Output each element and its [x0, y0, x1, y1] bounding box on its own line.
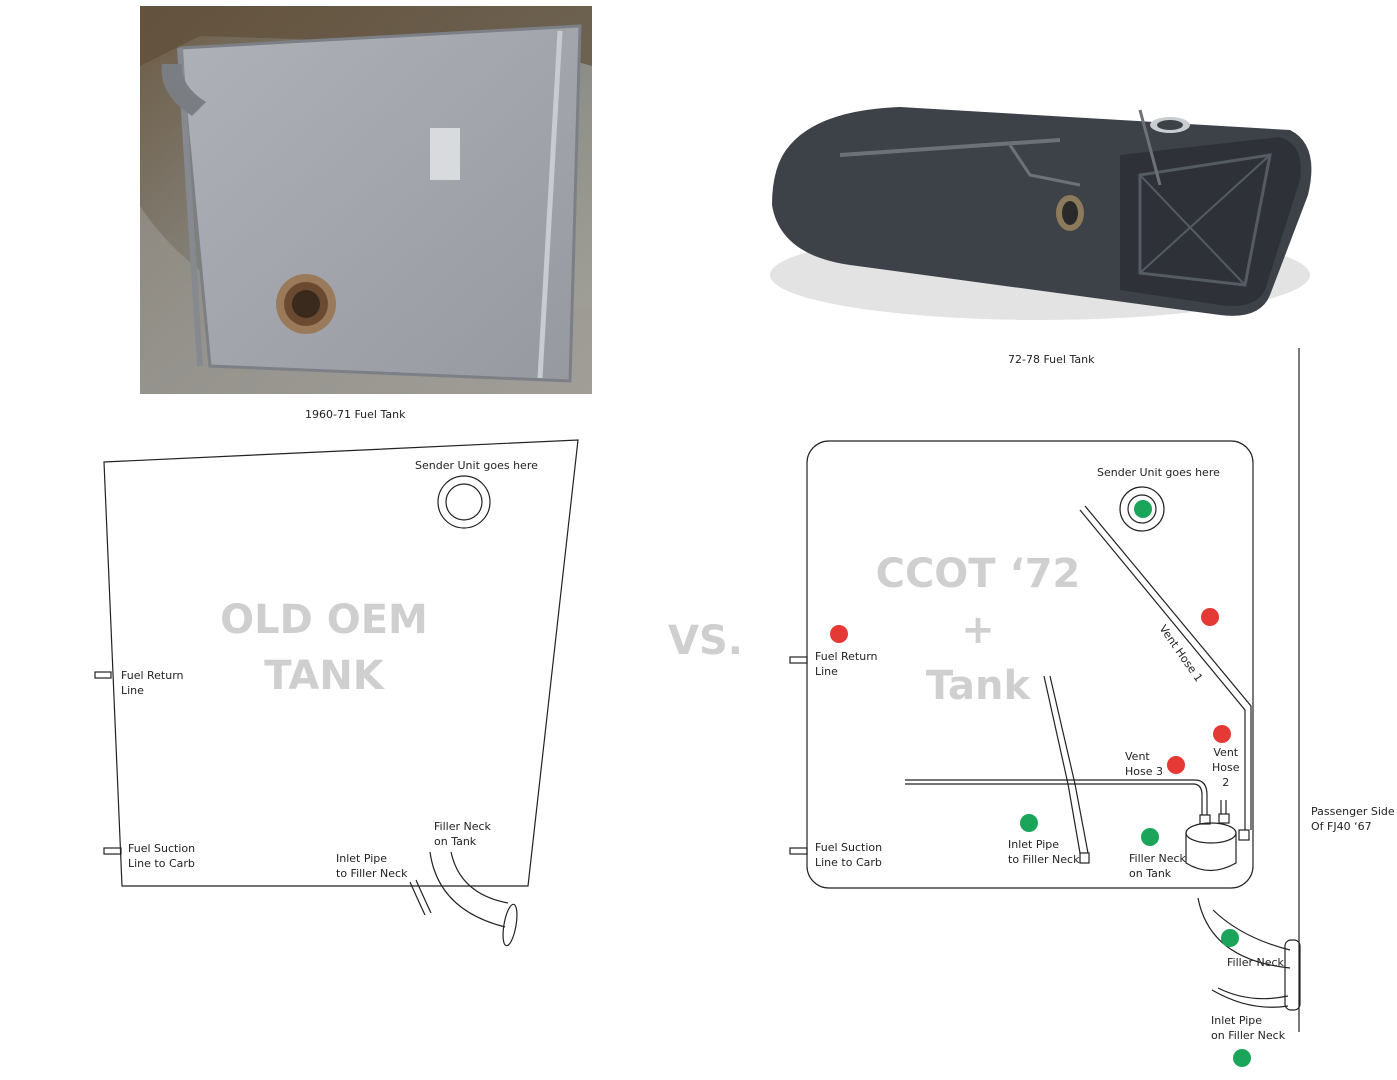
red-marker — [830, 625, 848, 643]
old-tank-photo-caption: 1960-71 Fuel Tank — [305, 408, 406, 421]
new-tank-photo — [760, 85, 1325, 330]
red-marker — [1167, 756, 1185, 774]
green-marker — [1141, 828, 1159, 846]
new-sender-label: Sender Unit goes here — [1097, 466, 1220, 479]
new-tank-title-line1: CCOT ‘72 + — [875, 551, 1081, 653]
old-filler-neck — [429, 851, 506, 928]
old-return-stub — [94, 671, 112, 679]
new-sender-ring — [1119, 486, 1165, 532]
new-tank-outline — [806, 440, 1254, 889]
old-tank-outline — [103, 439, 579, 887]
old-suction-stub — [103, 847, 122, 855]
old-tank-title-line1: OLD OEM — [220, 597, 428, 643]
green-marker — [1020, 814, 1038, 832]
canister — [1185, 833, 1237, 872]
outside-filler-neck-label: Filler Neck — [1227, 956, 1284, 969]
old-tank-photo — [140, 6, 592, 394]
new-return-stub — [789, 656, 808, 664]
red-marker — [1201, 608, 1219, 626]
new-tank-photo-caption: 72-78 Fuel Tank — [1008, 353, 1095, 366]
green-marker — [1134, 500, 1152, 518]
vs-label: VS. — [668, 618, 743, 664]
green-marker — [1221, 929, 1239, 947]
old-sender-label: Sender Unit goes here — [415, 459, 538, 472]
green-marker — [1233, 1049, 1251, 1067]
red-marker — [1213, 725, 1231, 743]
new-tank-watermark: CCOT ‘72 + Tank — [860, 546, 1096, 714]
old-tank-watermark: OLD OEM TANK — [216, 592, 432, 704]
old-tank-title-line2: TANK — [264, 653, 384, 699]
new-suction-stub — [789, 847, 808, 855]
new-tank-title-line2: Tank — [925, 663, 1031, 709]
old-inlet-pipe — [409, 881, 426, 916]
vent-hose-1 — [1079, 509, 1246, 830]
vent-hose-3 — [905, 779, 1208, 815]
old-sender-ring — [437, 475, 491, 529]
